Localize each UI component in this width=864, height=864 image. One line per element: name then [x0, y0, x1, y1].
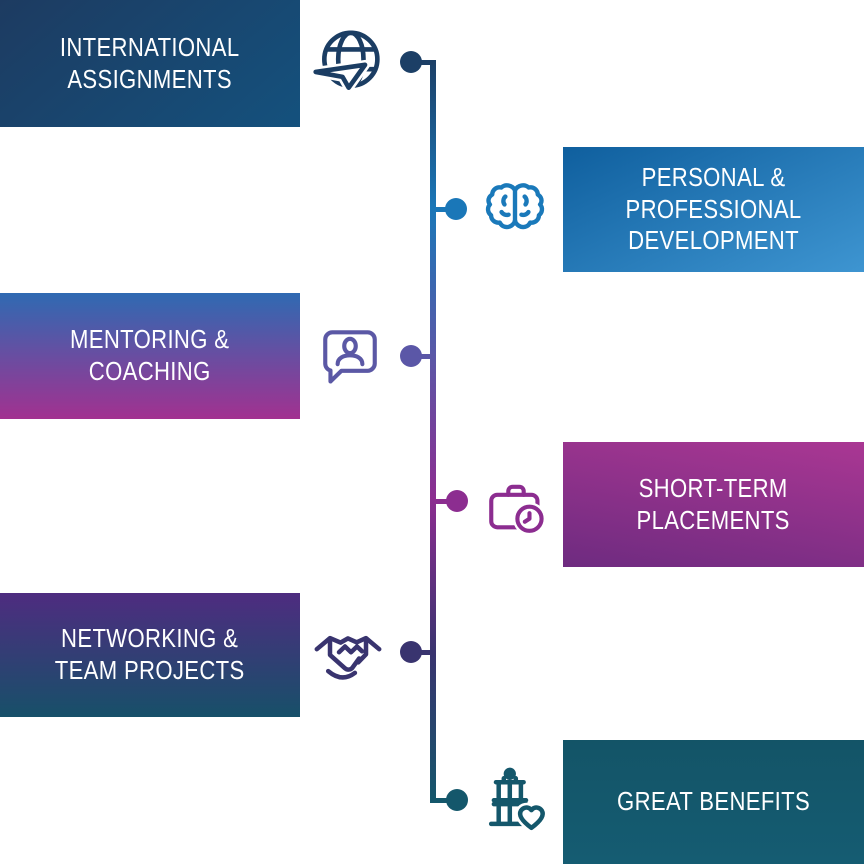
label-line: TEAM PROJECTS: [55, 655, 245, 685]
label-text: PERSONAL & PROFESSIONAL DEVELOPMENT: [625, 162, 801, 257]
label-box-international-assignments: INTERNATIONAL ASSIGNMENTS: [0, 0, 300, 127]
label-box-networking-team-projects: NETWORKING & TEAM PROJECTS: [0, 593, 300, 717]
timeline-dot-mentoring: [400, 345, 422, 367]
label-text: NETWORKING & TEAM PROJECTS: [55, 623, 245, 686]
briefcase-clock-icon: [483, 475, 549, 541]
globe-paper-plane-icon: [312, 26, 386, 100]
timeline-dot-international: [400, 51, 422, 73]
label-text: GREAT BENEFITS: [617, 786, 810, 818]
label-line: NETWORKING &: [61, 623, 239, 654]
label-text: SHORT-TERM PLACEMENTS: [637, 473, 790, 536]
label-line: INTERNATIONAL: [60, 31, 240, 62]
label-box-short-term-placements: SHORT-TERM PLACEMENTS: [563, 442, 864, 567]
timeline-dot-benefits: [446, 789, 468, 811]
label-line: PERSONAL &: [641, 161, 786, 192]
timeline-line: [430, 60, 436, 803]
label-line: COACHING: [89, 356, 211, 386]
label-text: INTERNATIONAL ASSIGNMENTS: [60, 32, 240, 95]
label-box-great-benefits: GREAT BENEFITS: [563, 740, 864, 864]
timeline-dot-personal: [445, 198, 467, 220]
label-line: GREAT BENEFITS: [616, 786, 811, 817]
label-box-personal-professional-development: PERSONAL & PROFESSIONAL DEVELOPMENT: [563, 147, 864, 272]
label-line: ASSIGNMENTS: [67, 63, 233, 94]
connector-international: [411, 60, 433, 65]
label-line: PLACEMENTS: [636, 504, 791, 535]
connector-mentoring: [411, 354, 433, 359]
label-line: MENTORING &: [70, 324, 230, 355]
connector-networking: [411, 650, 433, 655]
handshake-icon: [312, 618, 384, 690]
timeline-dot-short-term: [446, 490, 468, 512]
label-line: DEVELOPMENT: [628, 225, 799, 256]
label-line: SHORT-TERM: [638, 472, 789, 503]
brain-icon: [480, 175, 550, 245]
label-box-mentoring-coaching: MENTORING & COACHING: [0, 293, 300, 419]
label-line: PROFESSIONAL: [625, 193, 802, 224]
label-text: MENTORING & COACHING: [70, 324, 229, 387]
chat-bubble-person-icon: [317, 324, 383, 390]
gift-heart-icon: [478, 766, 550, 838]
timeline-dot-networking: [400, 641, 422, 663]
